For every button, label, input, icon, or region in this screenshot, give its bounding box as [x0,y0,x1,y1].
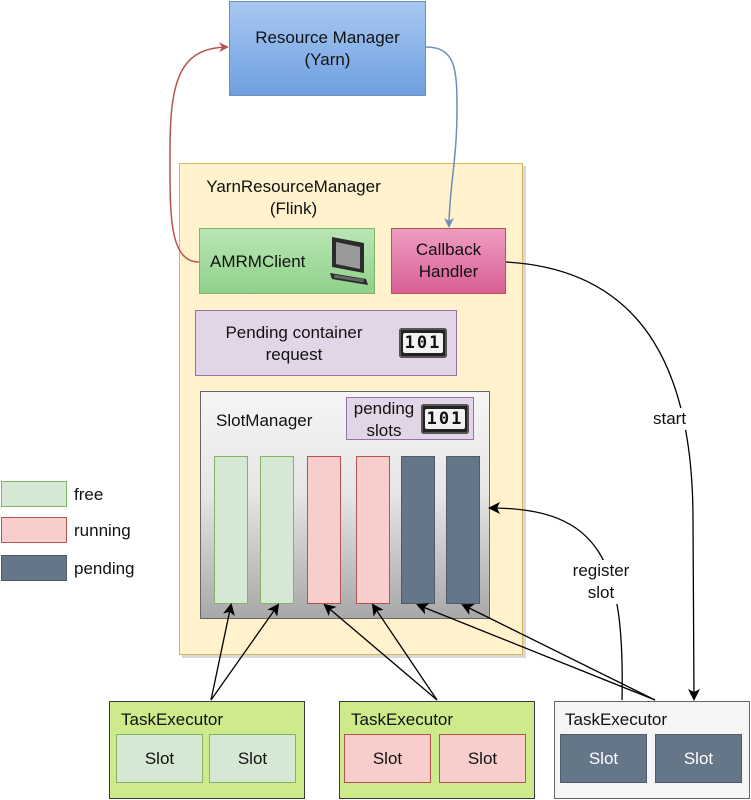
register-slot-label-line1: register [572,561,630,580]
callback-handler-box: Callback Handler [391,228,506,294]
counter-digits: 101 [402,333,444,353]
slot-arrow [416,603,656,701]
yarn-resource-manager-label: YarnResourceManager (Flink) [186,176,401,220]
amrm-client-box: AMRMClient [199,228,375,294]
legend-swatch-pending [1,555,67,581]
resource-manager-subtitle: (Yarn) [304,49,351,69]
register-slot-edge-label: register slot [561,560,641,604]
callback-handler-subtitle: Handler [418,262,479,281]
legend-label-pending: pending [74,559,135,578]
legend-swatch-free [1,481,67,507]
pending-container-request-title: Pending container [225,323,363,342]
computer-icon [330,237,368,285]
slot-bar-free [260,456,294,604]
callback-handler-title: Callback [415,240,482,259]
request-arrow [169,42,229,263]
slot-manager-title: SlotManager [216,411,313,430]
task-slot-pending: Slot [560,734,647,783]
task-executor-title: TaskExecutor [565,710,668,729]
slot-arrow [210,603,280,701]
pending-slots-box: pending slots 101 [346,397,474,440]
resource-manager-title: Resource Manager [255,27,400,47]
amrm-client-label: AMRMClient [210,252,306,271]
resource-manager-box: Resource Manager (Yarn) [229,1,426,96]
task-slot-running: Slot [344,734,431,783]
yarn-resource-manager-subtitle: (Flink) [269,199,318,218]
yarn-resource-manager-title: YarnResourceManager [206,177,381,196]
task-slot-pending: Slot [655,734,742,783]
pending-container-request-subtitle: request [265,345,323,364]
slot-bar-running [356,456,390,604]
pending-slots-subtitle: slots [366,421,402,440]
counter-digits: 101 [424,409,466,429]
counter-icon: 101 [421,404,469,434]
register-slot-arrow [488,502,623,701]
task-slot-running: Slot [439,734,526,783]
slot-bar-pending [401,456,435,604]
pending-slots-title: pending [353,399,415,418]
start-arrow [505,261,700,701]
slot-arrow [210,603,235,701]
slot-arrow [461,604,656,701]
task-slot-free: Slot [209,734,296,783]
legend-label-running: running [74,521,131,540]
slot-bar-pending [446,456,480,604]
register-slot-label-line2: slot [587,583,615,602]
legend-label-free: free [74,485,104,504]
counter-icon: 101 [399,328,447,358]
legend-swatch-running [1,517,67,543]
pending-container-request-box: Pending container request 101 [195,310,457,376]
task-executor-title: TaskExecutor [121,710,224,729]
slot-bar-free [214,456,248,604]
start-edge-label: start [653,408,687,430]
task-executor-title: TaskExecutor [351,710,454,729]
slot-bar-running [307,456,341,604]
slot-arrow [371,603,438,701]
task-slot-free: Slot [116,734,203,783]
callback-arrow [425,46,458,228]
slot-arrow [323,603,438,701]
